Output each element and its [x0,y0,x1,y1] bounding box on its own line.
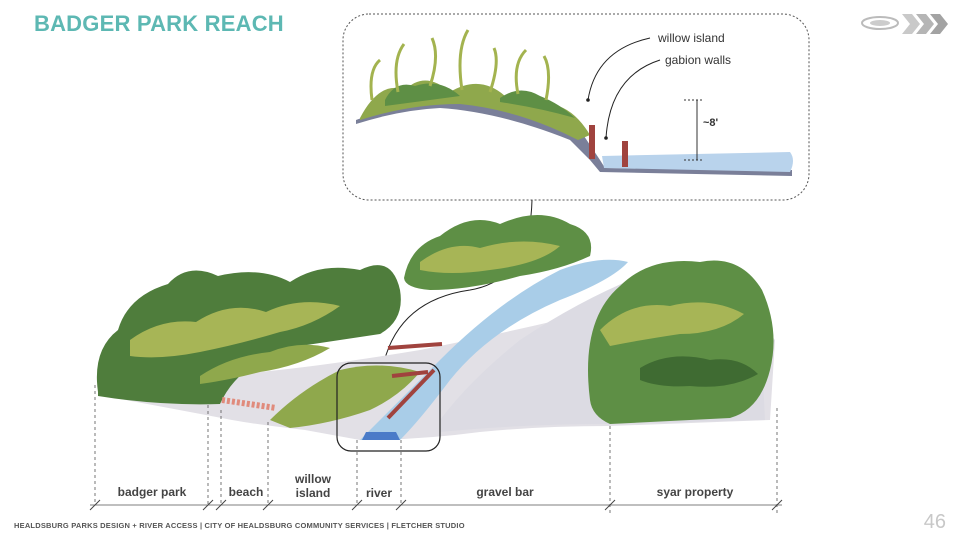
inset-vegetation [360,29,590,140]
inset-bank [356,100,792,176]
callout-gabion-walls: gabion walls [665,53,732,67]
zone-label-river: river [365,486,393,500]
callout-leader [605,59,661,139]
zone-label-badger-park: badger park [117,485,187,499]
logo-icon [861,14,948,34]
zone-dividers [94,385,778,515]
gabion-wall [622,141,628,167]
gabion-wall [589,125,595,159]
depth-label: ~8' [703,117,719,129]
zone-label-beach: beach [228,485,264,499]
footer-credits: HEALDSBURG PARKS DESIGN + RIVER ACCESS |… [14,521,465,530]
callout-leader [587,37,651,101]
zone-label-gravel-bar: gravel bar [476,485,534,499]
aerial-trees-right [588,260,774,424]
aerial-trees-back [404,215,592,290]
aerial-trees-left [96,265,401,405]
zoom-frame [336,362,441,452]
inset-water [602,152,793,172]
aerial-willow-island [270,365,420,428]
zone-label-syar-property: syar property [656,485,734,499]
page-number: 46 [923,511,946,533]
beach-boardwalk [221,397,277,411]
gabion-wall-aerial [391,370,429,378]
zone-ticks [89,499,783,511]
gabion-wall-aerial [386,368,436,420]
page-title: BADGER PARK REACH [34,11,284,36]
callout-willow-island: willow island [658,31,725,45]
gabion-wall-aerial [387,342,443,350]
aerial-river [360,259,628,440]
zone-label-willow-island: willow island [295,472,331,500]
